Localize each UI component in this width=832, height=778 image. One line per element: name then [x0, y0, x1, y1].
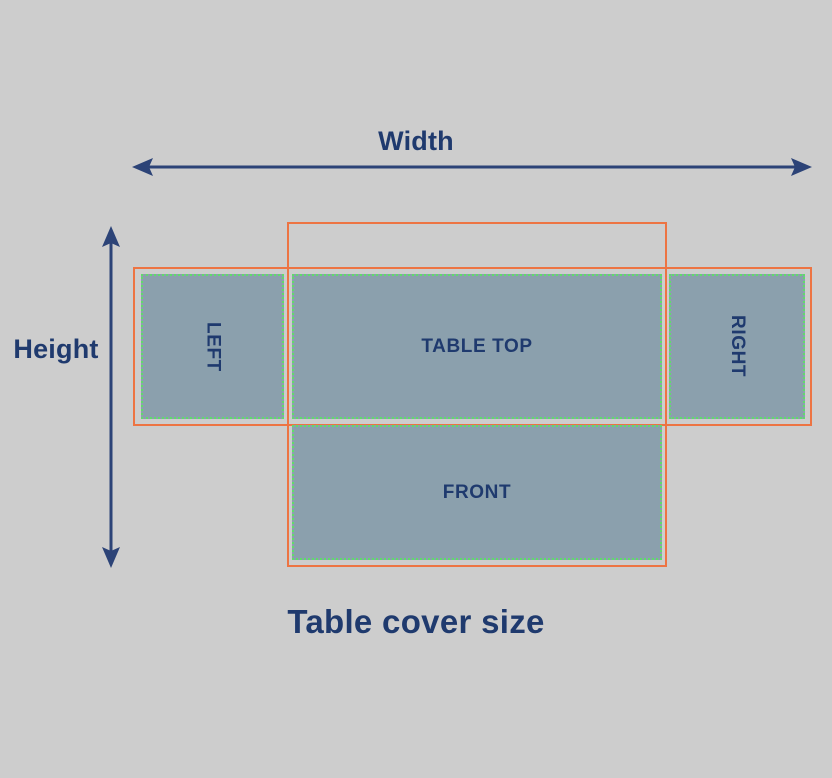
panel-left: LEFT: [141, 274, 284, 419]
panel-table-top: TABLE TOP: [292, 274, 662, 419]
diagram-caption: Table cover size: [287, 603, 545, 640]
panel-left-label: LEFT: [202, 321, 224, 372]
height-dimension-label: Height: [13, 334, 99, 364]
panel-right-label: RIGHT: [727, 315, 748, 378]
cut-outline-vertical: [287, 222, 667, 567]
panel-front: FRONT: [292, 425, 662, 560]
width-dimension-label: Width: [378, 126, 454, 156]
width-dimension-arrow: [132, 158, 812, 176]
panel-front-label: FRONT: [442, 481, 512, 503]
panel-table-top-label: TABLE TOP: [421, 335, 533, 357]
panel-right: RIGHT: [669, 274, 805, 419]
height-dimension-arrow: [102, 226, 120, 568]
